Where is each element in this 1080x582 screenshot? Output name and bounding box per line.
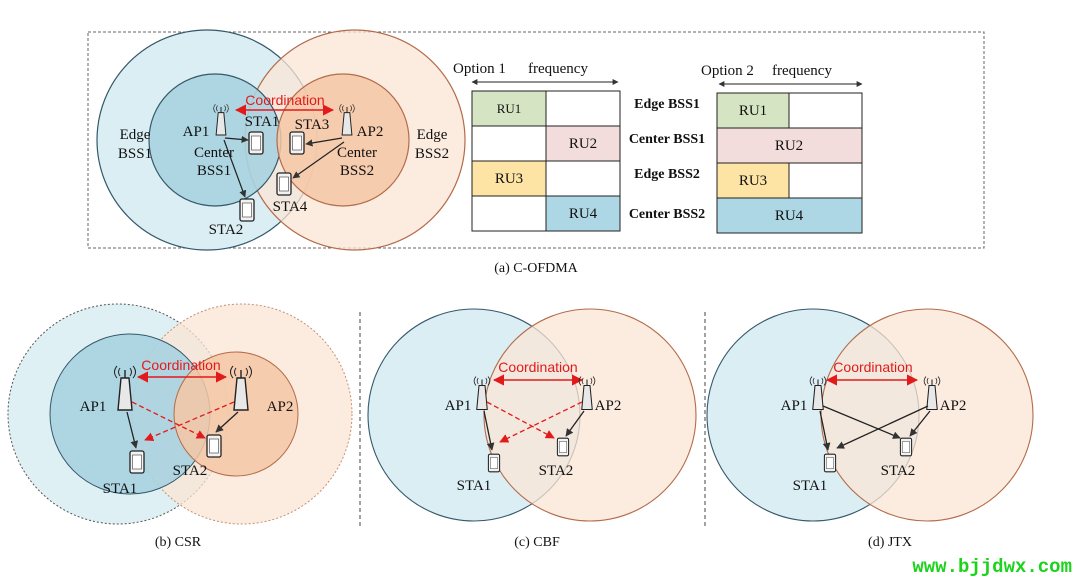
option2-cell-empty: [788, 92, 863, 129]
panel-d-caption: (d) JTX: [868, 535, 912, 550]
option1-cell-ru1: [471, 90, 547, 127]
edge-bss2-label-1: Edge: [417, 127, 448, 143]
cbf-nulling-ap2-sta1: [499, 401, 583, 443]
csr-sta2-phone-icon: [206, 434, 222, 458]
panel-a: Coordination AP1 AP2 STA1 STA2 STA3 STA4…: [87, 29, 985, 276]
cbf-sta2-phone-icon: [556, 437, 570, 457]
panel-b-caption: (b) CSR: [155, 535, 202, 550]
option1-title: Option 1: [453, 61, 506, 77]
jtx-sta1-phone-icon: [823, 453, 837, 473]
panel-a-frame: [87, 31, 985, 249]
option1-frequency: frequency: [528, 61, 588, 77]
csr-sta1-label: STA1: [103, 481, 138, 497]
option2-title: Option 2: [701, 63, 754, 79]
option1-cell-ru4: [545, 195, 621, 232]
ap2-label: AP2: [357, 124, 384, 140]
jtx-link-ap2-sta1: [836, 405, 929, 449]
cbf-link-ap2-sta2: [565, 410, 585, 437]
csr-link-ap2-sta2: [215, 411, 239, 433]
cbf-nulling-ap1-sta2: [486, 401, 555, 439]
edge-bss1-label-2: BSS1: [118, 146, 152, 162]
row-label-center-bss2: Center BSS2: [629, 207, 705, 222]
csr-ap1-label: AP1: [80, 399, 107, 415]
option2-frequency: frequency: [772, 63, 832, 79]
option1-cell-empty: [545, 160, 621, 197]
link-ap1-sta1: [224, 135, 249, 144]
option2-cell-ru4: [716, 197, 863, 234]
cbf-sta1-phone-icon: [487, 453, 501, 473]
cbf-sta1-label: STA1: [457, 478, 492, 494]
center-bss1-label-2: BSS1: [197, 163, 231, 179]
option2-ru4-label: RU4: [775, 208, 804, 224]
jtx-sta1-label: STA1: [793, 478, 828, 494]
panel-b: Coordination AP1 AP2 STA1 STA2 (b) CSR: [7, 303, 353, 550]
option2-ru1-label: RU1: [739, 103, 767, 119]
option1-cell-ru2: [545, 125, 621, 162]
row-label-edge-bss1: Edge BSS1: [634, 97, 700, 112]
option2-grid: RU1 RU2 RU3 RU4: [716, 92, 863, 234]
sta4-phone-icon: [276, 172, 292, 196]
link-ap2-sta3: [305, 137, 343, 147]
option1-cell-empty: [471, 195, 547, 232]
panel-a-coordination-label: Coordination: [245, 92, 324, 108]
jtx-link-ap1-sta1: [819, 410, 831, 451]
cbf-ap2-label: AP2: [595, 398, 622, 414]
panel-d: Coordination AP1 AP2 STA1 STA2 (d) JTX: [706, 308, 1034, 550]
option2-cell-empty: [788, 162, 863, 199]
jtx-link-ap1-sta2: [822, 405, 901, 439]
cbf-coordination-label: Coordination: [498, 359, 577, 375]
link-ap1-sta2: [223, 139, 247, 198]
jtx-sta2-phone-icon: [899, 437, 913, 457]
jtx-coordination-label: Coordination: [833, 359, 912, 375]
csr-ap2-label: AP2: [267, 399, 294, 415]
ap1-label: AP1: [183, 124, 210, 140]
cbf-ap1-label: AP1: [445, 398, 472, 414]
option1-ru4-label: RU4: [569, 206, 598, 222]
sta2-phone-icon: [239, 198, 255, 222]
panel-c-caption: (c) CBF: [514, 535, 560, 550]
sta1-label: STA1: [245, 114, 280, 130]
option1-ru2-label: RU2: [569, 136, 597, 152]
cbf-link-ap1-sta1: [483, 410, 495, 451]
center-bss2-label-2: BSS2: [340, 163, 374, 179]
sta1-phone-icon: [248, 131, 264, 155]
cbf-sta2-label: STA2: [539, 463, 574, 479]
edge-bss2-label-2: BSS2: [415, 146, 449, 162]
csr-interference-ap1-sta2: [131, 401, 206, 439]
option1-grid: RU1 RU2 RU3 RU4: [471, 90, 621, 232]
edge-bss1-label-1: Edge: [120, 127, 151, 143]
option1-ru3-label: RU3: [495, 171, 523, 187]
watermark-text: www.bjjdwx.com: [912, 556, 1072, 578]
csr-sta2-label: STA2: [173, 463, 208, 479]
link-ap2-sta4: [292, 141, 345, 179]
jtx-ap1-label: AP1: [781, 398, 808, 414]
option1-cell-ru3: [471, 160, 547, 197]
jtx-link-ap2-sta2: [909, 410, 931, 437]
option2-ru3-label: RU3: [739, 173, 767, 189]
csr-link-ap1-sta1: [126, 411, 139, 449]
row-label-edge-bss2: Edge BSS2: [634, 167, 700, 182]
cbf-bss2-circle: [483, 308, 697, 522]
jtx-sta2-label: STA2: [881, 463, 916, 479]
center-bss1-label-1: Center: [194, 145, 234, 161]
center-bss2-label-1: Center: [337, 145, 377, 161]
jtx-ap2-label: AP2: [940, 398, 967, 414]
sta4-label: STA4: [273, 199, 308, 215]
option1-cell-empty: [545, 90, 621, 127]
option1-ru1-label: RU1: [497, 101, 522, 116]
option2-ru2-label: RU2: [775, 138, 803, 154]
csr-sta1-phone-icon: [129, 450, 145, 474]
sta2-label: STA2: [209, 222, 244, 238]
option1-cell-empty: [471, 125, 547, 162]
sta3-label: STA3: [295, 117, 330, 133]
csr-coordination-label: Coordination: [141, 357, 220, 373]
csr-interference-ap2-sta1: [144, 401, 235, 441]
panel-c: Coordination AP1 AP2 STA1 STA2 (c) CBF: [367, 308, 697, 550]
sta3-phone-icon: [289, 131, 305, 155]
panel-a-caption: (a) C-OFDMA: [494, 261, 578, 276]
row-label-center-bss1: Center BSS1: [629, 132, 705, 147]
